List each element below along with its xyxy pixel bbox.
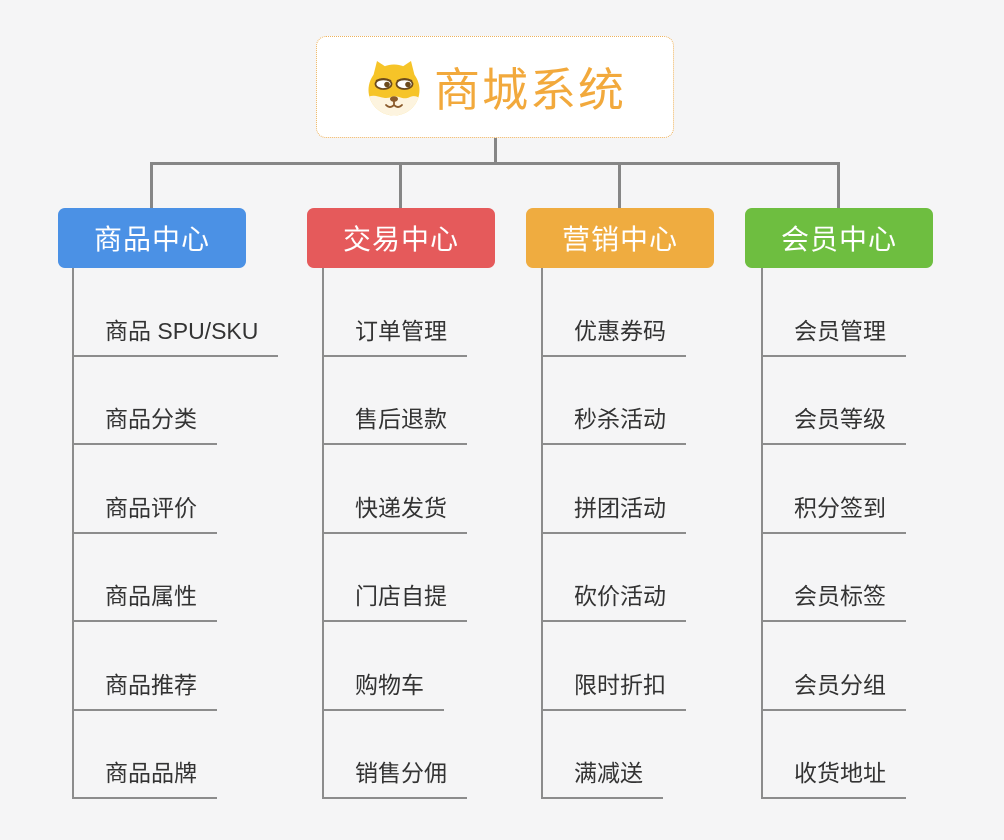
branch-spine (72, 268, 74, 799)
leaf-node[interactable]: 快递发货 (322, 445, 467, 534)
root-node[interactable]: 商城系统 (316, 36, 674, 138)
connector-root-vertical (494, 138, 497, 164)
leaf-node[interactable]: 商品属性 (72, 534, 278, 622)
leaf-label: 售后退款 (322, 400, 467, 445)
leaf-node[interactable]: 会员标签 (761, 534, 906, 622)
leaf-label: 商品 SPU/SKU (72, 312, 279, 357)
leaf-node[interactable]: 会员等级 (761, 357, 906, 445)
leaf-node[interactable]: 拼团活动 (541, 445, 686, 534)
leaf-node[interactable]: 商品分类 (72, 357, 278, 445)
leaf-label: 收货地址 (761, 754, 906, 799)
leaf-node[interactable]: 会员管理 (761, 268, 906, 357)
leaf-node[interactable]: 购物车 (322, 622, 467, 711)
leaf-label: 砍价活动 (541, 577, 686, 622)
leaf-label: 订单管理 (322, 312, 467, 357)
connector-branch2-drop (399, 162, 402, 209)
leaf-label: 拼团活动 (541, 489, 686, 534)
leaf-node[interactable]: 优惠券码 (541, 268, 686, 357)
leaf-label: 满减送 (541, 754, 663, 799)
leaf-label: 秒杀活动 (541, 400, 686, 445)
branch-label: 会员中心 (780, 224, 897, 255)
leaf-node[interactable]: 门店自提 (322, 534, 467, 622)
leaf-label: 快递发货 (322, 489, 467, 534)
branch-node-trade-center[interactable]: 交易中心 (307, 208, 495, 268)
leaf-label: 会员标签 (761, 577, 906, 622)
leaf-node[interactable]: 收货地址 (761, 711, 906, 799)
leaf-node[interactable]: 商品推荐 (72, 622, 278, 711)
branch-children-trade-center: 订单管理 售后退款 快递发货 门店自提 购物车 销售分佣 (322, 268, 467, 799)
leaf-node[interactable]: 积分签到 (761, 445, 906, 534)
branch-node-marketing-center[interactable]: 营销中心 (526, 208, 714, 268)
branch-label: 商品中心 (93, 224, 210, 255)
leaf-node[interactable]: 限时折扣 (541, 622, 686, 711)
leaf-label: 限时折扣 (541, 666, 686, 711)
branch-node-member-center[interactable]: 会员中心 (745, 208, 933, 268)
leaf-node[interactable]: 订单管理 (322, 268, 467, 357)
leaf-label: 门店自提 (322, 577, 467, 622)
branch-label: 营销中心 (561, 224, 678, 255)
branch-spine (761, 268, 763, 799)
leaf-label: 会员管理 (761, 312, 906, 357)
connector-branch4-drop (837, 162, 840, 209)
dog-face-icon (368, 61, 420, 116)
leaf-node[interactable]: 售后退款 (322, 357, 467, 445)
leaf-label: 销售分佣 (322, 754, 467, 799)
branch-children-member-center: 会员管理 会员等级 积分签到 会员标签 会员分组 收货地址 (761, 268, 906, 799)
branch-spine (322, 268, 324, 799)
leaf-node[interactable]: 商品 SPU/SKU (72, 268, 279, 357)
leaf-node[interactable]: 会员分组 (761, 622, 906, 711)
branch-node-product-center[interactable]: 商品中心 (58, 208, 246, 268)
leaf-node[interactable]: 销售分佣 (322, 711, 467, 799)
branch-children-marketing-center: 优惠券码 秒杀活动 拼团活动 砍价活动 限时折扣 满减送 (541, 268, 686, 799)
branch-spine (541, 268, 543, 799)
leaf-node[interactable]: 商品评价 (72, 445, 278, 534)
leaf-label: 优惠券码 (541, 312, 686, 357)
branch-children-product-center: 商品 SPU/SKU 商品分类 商品评价 商品属性 商品推荐 商品品牌 (72, 268, 279, 799)
connector-horizontal-bar (150, 162, 840, 165)
branch-label: 交易中心 (342, 224, 459, 255)
root-title: 商城系统 (434, 64, 626, 116)
leaf-node[interactable]: 砍价活动 (541, 534, 686, 622)
leaf-label: 商品分类 (72, 400, 217, 445)
leaf-label: 商品推荐 (72, 666, 217, 711)
leaf-node[interactable]: 满减送 (541, 711, 686, 799)
connector-branch3-drop (618, 162, 621, 209)
leaf-label: 积分签到 (761, 489, 906, 534)
leaf-label: 会员等级 (761, 400, 906, 445)
leaf-label: 商品品牌 (72, 754, 217, 799)
leaf-node[interactable]: 商品品牌 (72, 711, 278, 799)
leaf-label: 购物车 (322, 666, 444, 711)
leaf-node[interactable]: 秒杀活动 (541, 357, 686, 445)
leaf-label: 商品评价 (72, 489, 217, 534)
connector-branch1-drop (150, 162, 153, 209)
leaf-label: 商品属性 (72, 577, 217, 622)
leaf-label: 会员分组 (761, 666, 906, 711)
